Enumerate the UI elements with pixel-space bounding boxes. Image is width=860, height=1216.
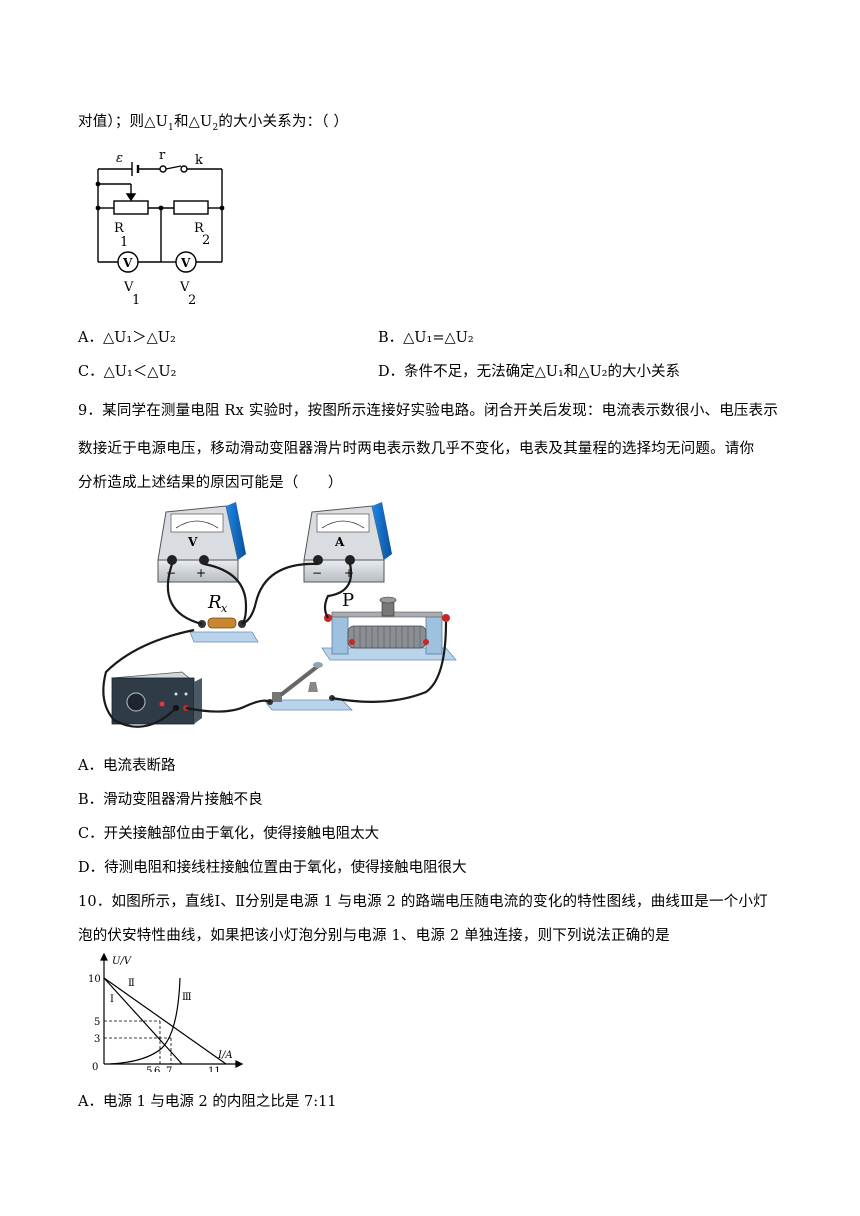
label-r1-sub: 1 — [120, 235, 128, 250]
label-emf: ε — [116, 151, 123, 166]
svg-text:6: 6 — [154, 1066, 160, 1072]
meter-v1-symbol: V — [122, 256, 133, 270]
svg-text:3: 3 — [94, 1034, 100, 1045]
svg-text:7: 7 — [166, 1066, 172, 1072]
q10-graph: U/V I/A 0 10 5 3 5 6 7 11 Ⅰ Ⅱ Ⅲ — [88, 952, 244, 1072]
svg-text:Ⅱ: Ⅱ — [128, 978, 135, 989]
svg-text:V: V — [187, 535, 198, 549]
rx-resistor: R x — [189, 592, 259, 643]
ammeter: A − + — [303, 502, 392, 583]
line-i — [103, 977, 183, 1065]
svg-text:11: 11 — [208, 1066, 221, 1072]
label-v2-sub: 2 — [188, 293, 196, 308]
rheostat: P — [321, 590, 457, 661]
knife-switch — [263, 662, 353, 711]
curve-iii — [109, 977, 181, 1065]
line-ii — [103, 977, 227, 1065]
q9-option-c[interactable]: C．开关接触部位由于氧化，使得接触电阻太大 — [78, 826, 380, 842]
q8-option-d[interactable]: D．条件不足，无法确定△U₁和△U₂的大小关系 — [378, 364, 680, 380]
svg-text:P: P — [342, 590, 354, 611]
svg-text:I/A: I/A — [217, 1050, 233, 1061]
svg-text:R: R — [207, 592, 222, 613]
svg-text:10: 10 — [88, 974, 101, 985]
label-r2-sub: 2 — [202, 233, 210, 248]
svg-text:Ⅲ: Ⅲ — [182, 992, 192, 1003]
svg-text:+: + — [196, 566, 206, 580]
q9-option-b[interactable]: B．滑动变阻器滑片接触不良 — [78, 792, 263, 808]
label-v1: V — [123, 280, 134, 295]
q8-option-c[interactable]: C．△U₁＜△U₂ — [78, 364, 177, 380]
label-r2: R — [194, 221, 205, 236]
q9-option-a[interactable]: A．电流表断路 — [78, 758, 176, 774]
q8-option-a[interactable]: A．△U₁＞△U₂ — [78, 330, 176, 346]
q9-option-d[interactable]: D．待测电阻和接线柱接触位置由于氧化，使得接触电阻很大 — [78, 860, 467, 876]
label-k: k — [195, 153, 203, 168]
q10-option-a[interactable]: A．电源 1 与电源 2 的内阻之比是 7:11 — [78, 1094, 337, 1110]
svg-text:0: 0 — [92, 1062, 98, 1072]
q10-stem-line1: 10．如图所示，直线Ⅰ、Ⅱ分别是电源 1 与电源 2 的路端电压随电流的变化的特… — [78, 894, 768, 910]
svg-text:−: − — [312, 566, 322, 580]
label-r1: R — [114, 221, 125, 236]
q8-option-b[interactable]: B．△U₁=△U₂ — [378, 330, 474, 346]
svg-text:Ⅰ: Ⅰ — [110, 994, 114, 1005]
svg-text:A: A — [334, 535, 345, 549]
q9-stem-line1: 9．某同学在测量电阻 Rx 实验时，按图所示连接好实验电路。闭合开关后发现：电流… — [78, 403, 779, 419]
q9-stem-line3: 分析造成上述结果的原因可能是（ ） — [78, 475, 343, 491]
power-supply — [111, 671, 202, 725]
svg-text:+: + — [344, 566, 354, 580]
meter-v2-symbol: V — [180, 256, 191, 270]
q10-stem-line2: 泡的伏安特性曲线，如果把该小灯泡分别与电源 1、电源 2 单独连接，则下列说法正… — [78, 928, 670, 944]
svg-text:U/V: U/V — [112, 956, 133, 967]
voltmeter: V − + — [157, 502, 246, 583]
q8-stem-tail: 对值）；则△U1和△U2的大小关系为：（ ） — [78, 114, 349, 133]
svg-text:5: 5 — [94, 1017, 100, 1028]
svg-text:x: x — [221, 602, 228, 615]
q9-apparatus-figure: V − + A − + R x P — [102, 502, 457, 728]
label-v2: V — [179, 280, 190, 295]
svg-text:−: − — [166, 566, 176, 580]
q8-circuit-diagram: ε r k R 1 R 2 V V V 1 V 2 — [95, 148, 225, 308]
label-r: r — [159, 148, 166, 163]
svg-text:5: 5 — [146, 1066, 152, 1072]
q9-stem-line2: 数接近于电源电压，移动滑动变阻器滑片时两电表示数几乎不变化，电表及其量程的选择均… — [78, 441, 755, 457]
label-v1-sub: 1 — [132, 293, 140, 308]
